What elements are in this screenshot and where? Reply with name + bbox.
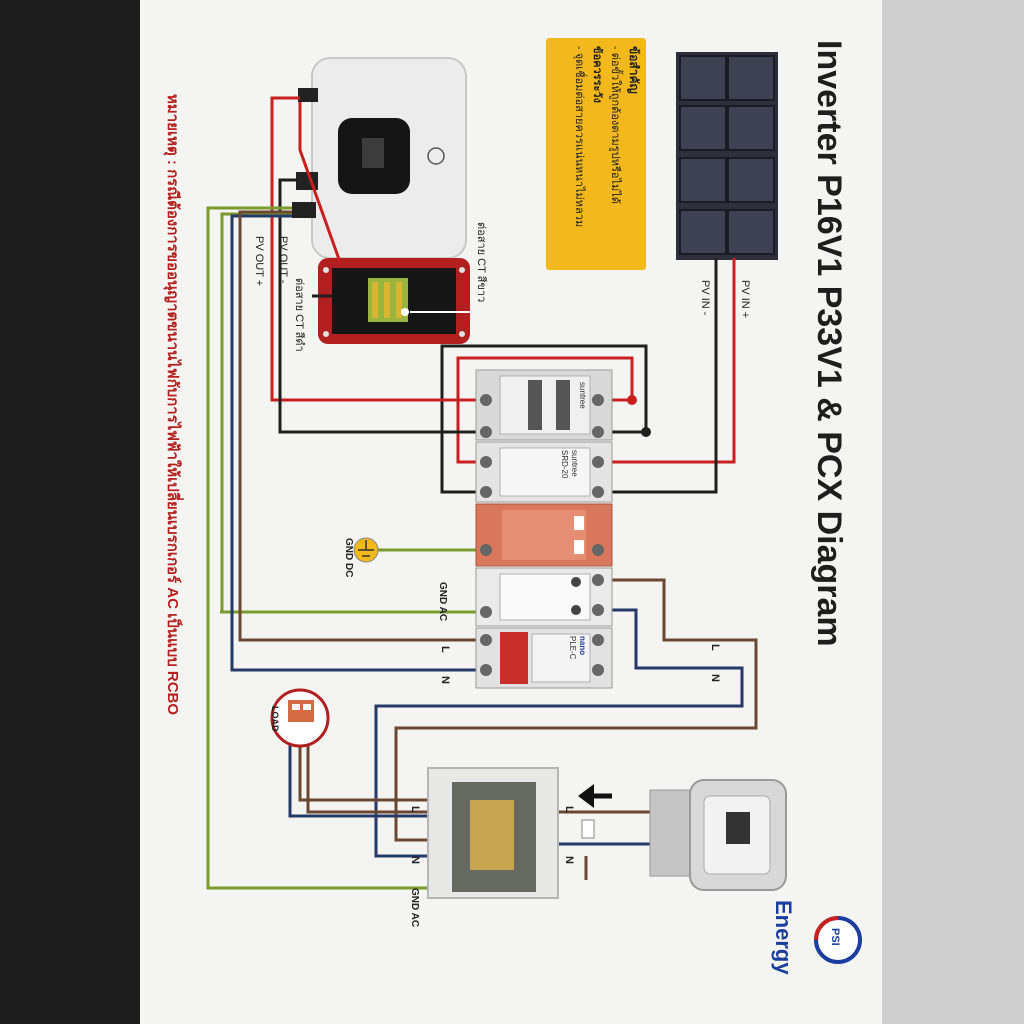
inverter-unit [292, 57, 467, 259]
ac-n-wire [374, 608, 744, 858]
svg-text:L: L [709, 644, 721, 651]
cons-n-top: N [409, 856, 421, 864]
dc-breaker-brand: suntree [578, 382, 587, 409]
pv-in-plus-label: PV IN + [739, 280, 751, 318]
ct-connection-box [318, 258, 470, 344]
wire-junctions [627, 395, 651, 437]
consumer-unit [427, 767, 559, 899]
svg-text:GND AC: GND AC [437, 582, 448, 621]
svg-text:PV OUT +: PV OUT + [253, 236, 265, 286]
ct-black-label: ต่อสาย CT สีดำ [293, 278, 306, 352]
label-n-left: N [439, 676, 451, 684]
dc-loop-black-wire [440, 344, 648, 494]
dc-spd-block: suntree SRD-20 [475, 441, 613, 503]
warning-heading: ข้อสำคัญ [627, 46, 641, 94]
footer-note-group: หมายเหตุ : กรณีต้องการขออนุญาตขนานไฟกับก… [163, 94, 184, 715]
svg-text:L: L [409, 806, 421, 813]
warning-line-1: - ต่อขั้วให้ถูกต้องตามรูปหรือไม่ได้ [609, 46, 624, 204]
brand-name: Energy [771, 900, 796, 975]
spd-brand: suntree [570, 450, 579, 477]
cons-l-top: L [409, 806, 421, 813]
svg-text:GND AC: GND AC [409, 888, 420, 927]
ac-breaker-brand: nano [578, 636, 587, 655]
ct-clamp-icon [581, 819, 595, 839]
brand-logo-text: PSI [829, 928, 841, 946]
pv-in-minus-wire [596, 258, 718, 494]
spd-model: SRD-20 [560, 450, 569, 479]
svg-text:ต่อสาย CT สีขาว: ต่อสาย CT สีขาว [475, 222, 488, 302]
direction-arrow-icon [578, 784, 612, 808]
ac-breaker-block: nano PLE-C [475, 627, 613, 689]
gnd-dc-label: GND DC [343, 538, 354, 577]
svg-text:N: N [439, 676, 451, 684]
svg-text:L: L [563, 806, 575, 813]
svg-text:PV IN -: PV IN - [699, 280, 711, 316]
right-page-edge [880, 0, 1024, 1024]
page-title: Inverter P16V1 P33V1 & PCX Diagram [810, 40, 848, 647]
psi-energy-logo: PSI Energy [771, 900, 862, 975]
ac-breaker-model: PLE-C [568, 636, 577, 660]
inverter-l-wire [238, 210, 486, 642]
cons-l-bottom: L [563, 806, 575, 813]
svg-text:GND DC: GND DC [343, 538, 354, 577]
svg-text:PV IN +: PV IN + [739, 280, 751, 318]
pv-out-plus-label: PV OUT + [253, 236, 265, 286]
electricity-meter [649, 779, 787, 891]
warning-line-3: - จุดเชื่อมต่อสายควรแน่นหนาไม่หลวม [573, 46, 588, 227]
cons-n-bottom: N [563, 856, 575, 864]
label-n-right: N [709, 674, 721, 682]
gnd-ac-top-label: GND AC [437, 582, 448, 621]
wires [206, 96, 758, 890]
pv-out-plus-wire [270, 96, 486, 402]
svg-text:N: N [409, 856, 421, 864]
pv-out-minus-wire [278, 178, 486, 434]
gnd-ac-bottom-label: GND AC [409, 888, 420, 927]
solar-panel-array [676, 52, 778, 260]
ground-dc-icon [353, 537, 379, 563]
page-title-group: Inverter P16V1 P33V1 & PCX Diagram [810, 40, 848, 647]
label-l-right: L [709, 644, 721, 651]
warning-line-2: ข้อควรระวัง [591, 46, 604, 103]
svg-text:L: L [439, 646, 451, 653]
inverter-logo-icon [427, 147, 445, 165]
ac-l-wire [394, 578, 758, 842]
spd-orange-block [475, 503, 613, 567]
load-label: LOAD [270, 706, 280, 732]
svg-text:N: N [563, 856, 575, 864]
svg-text:ต่อสาย CT สีดำ: ต่อสาย CT สีดำ [293, 278, 306, 352]
inverter-n-wire [230, 214, 486, 672]
footer-note: หมายเหตุ : กรณีต้องการขออนุญาตขนานไฟกับก… [163, 94, 184, 715]
label-l-left: L [439, 646, 451, 653]
load-icon: LOAD [270, 688, 330, 748]
ct-white-label: ต่อสาย CT สีขาว [475, 222, 488, 302]
dc-loop-red-wire [456, 356, 634, 464]
pv-in-minus-label: PV IN - [699, 280, 711, 316]
gnd-main-wire [206, 206, 436, 890]
dc-breaker-block: suntree [475, 369, 613, 441]
svg-text:N: N [709, 674, 721, 682]
pv-in-plus-wire [596, 258, 736, 464]
ac-spd-block [475, 567, 613, 627]
warning-box: ข้อสำคัญ - ต่อขั้วให้ถูกต้องตามรูปหรือไม… [546, 38, 646, 270]
